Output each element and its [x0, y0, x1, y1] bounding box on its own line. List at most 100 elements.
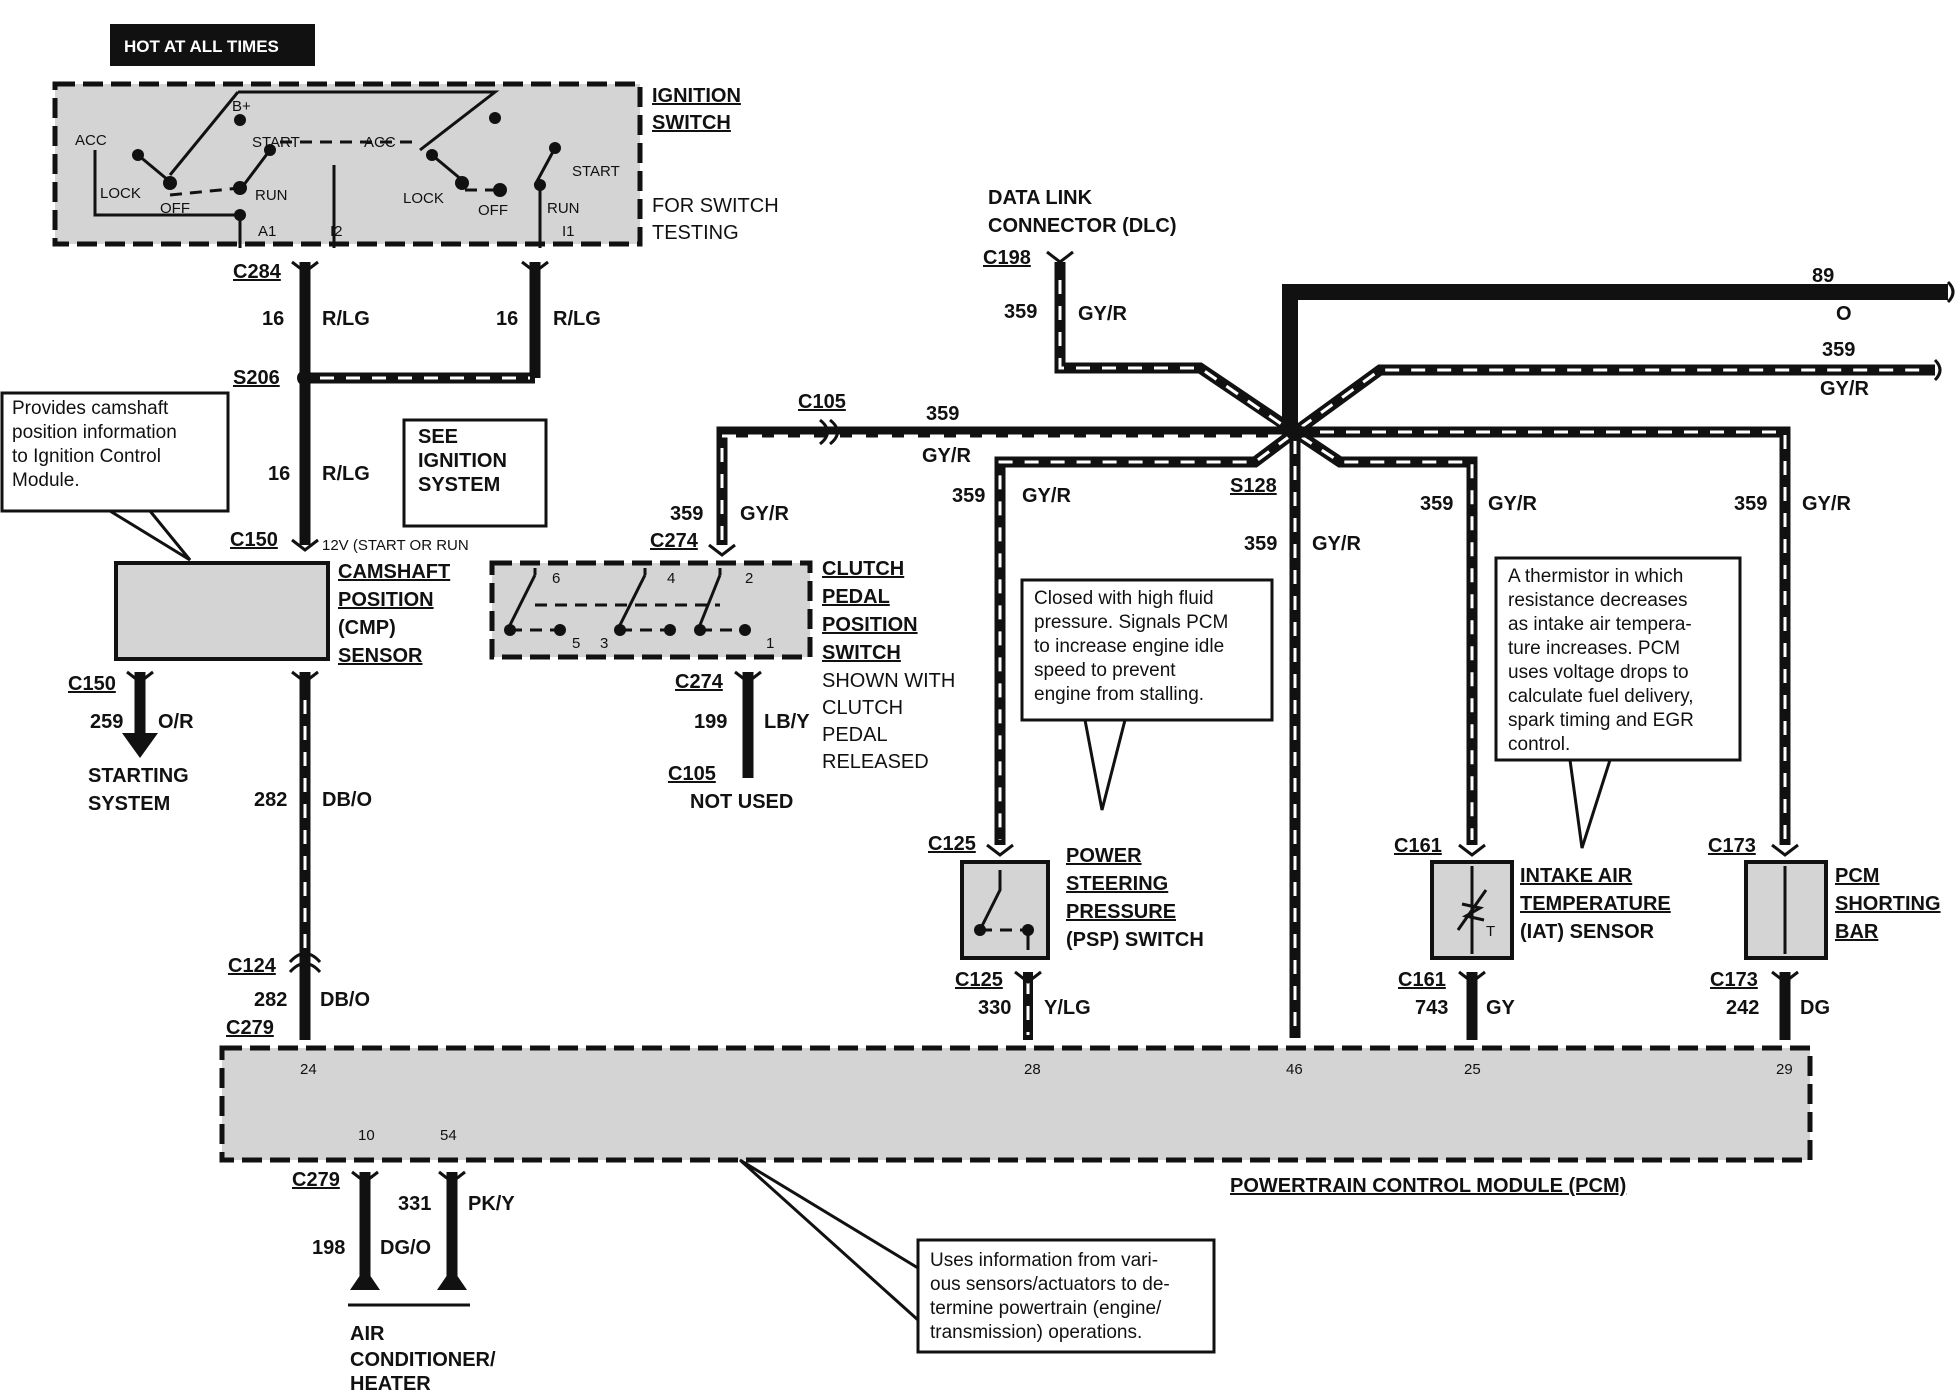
psp-note-4: speed to prevent — [1034, 660, 1176, 681]
conn-c279-top: C279 — [226, 1017, 274, 1039]
wire-16a-col: R/LG — [322, 308, 370, 330]
wire-89-col: O — [1836, 303, 1852, 325]
clutch-title-3: POSITION — [822, 614, 918, 636]
ign-lock2: LOCK — [403, 190, 444, 207]
iat-title-3: (IAT) SENSOR — [1520, 921, 1655, 943]
wire-16c-col: R/LG — [322, 463, 370, 485]
pcm-pin-29: 29 — [1776, 1061, 1793, 1078]
wire-199-col: LB/Y — [764, 711, 810, 733]
iat-sensor-element — [1456, 866, 1488, 954]
ign-i1: I1 — [562, 223, 575, 240]
see-ignition-1: SEE — [418, 426, 458, 448]
wire-359-pcm-num: 359 — [1244, 533, 1277, 555]
pcm-pin-54: 54 — [440, 1127, 457, 1144]
ign-i2: I2 — [330, 223, 343, 240]
psp-title-1: POWER — [1066, 845, 1142, 867]
clutch-pin-6: 6 — [552, 570, 560, 587]
ignition-note-1: FOR SWITCH — [652, 195, 779, 217]
psp-note-1: Closed with high fluid — [1034, 588, 1214, 609]
pcm-note-2: ous sensors/actuators to de- — [930, 1274, 1170, 1295]
pcm-pin-10: 10 — [358, 1127, 375, 1144]
ign-off1: OFF — [160, 200, 190, 217]
psp-note-box — [1020, 578, 1274, 722]
wire-330-num: 330 — [978, 997, 1011, 1019]
bar-title-2: SHORTING — [1835, 893, 1941, 915]
conn-c284: C284 — [233, 261, 282, 283]
wire-16c-num: 16 — [268, 463, 290, 485]
wire-359-pcm-col: GY/R — [1312, 533, 1361, 555]
cmp-note-3: to Ignition Control — [12, 446, 161, 467]
iat-title-2: TEMPERATURE — [1520, 893, 1671, 915]
psp-switch-contacts — [974, 870, 1034, 950]
pcm-note-3: termine powertrain (engine/ — [930, 1298, 1162, 1319]
wire-359-iat-num: 359 — [1420, 493, 1453, 515]
clutch-switch-contacts — [504, 568, 751, 636]
wire-259 — [122, 670, 158, 758]
ignition-title-2: SWITCH — [652, 112, 731, 134]
splice-s206: S206 — [233, 367, 280, 389]
dlc-1: DATA LINK — [988, 187, 1093, 209]
ac-3: HEATER — [350, 1373, 431, 1392]
hot-label-box — [110, 24, 315, 66]
hot-label: HOT AT ALL TIMES — [124, 37, 279, 56]
psp-note-5: engine from stalling. — [1034, 684, 1204, 705]
clutch-pin-3: 3 — [600, 635, 608, 652]
wire-259-col: O/R — [158, 711, 194, 733]
clutch-pin-1: 1 — [766, 635, 774, 652]
bar-title-1: PCM — [1835, 865, 1879, 887]
conn-c198: C198 — [983, 247, 1031, 269]
ign-start1: START — [252, 134, 300, 151]
wire-259-num: 259 — [90, 711, 123, 733]
see-ignition-box — [402, 418, 548, 528]
iat-note-1: A thermistor in which — [1508, 566, 1683, 587]
ign-start2: START — [572, 163, 620, 180]
conn-c173-bottom: C173 — [1710, 969, 1758, 991]
iat-note-pointer — [1568, 759, 1612, 849]
clutch-pin-5: 5 — [572, 635, 580, 652]
wire-359-c105-col: GY/R — [922, 445, 971, 467]
cmp-note-pointer — [109, 509, 192, 562]
pcm-note-pointer — [738, 1158, 920, 1322]
wire-16b-num: 16 — [496, 308, 518, 330]
wire-743 — [1458, 970, 1486, 1040]
wire-743-col: GY — [1486, 997, 1516, 1019]
psp-title-2: STEERING — [1066, 873, 1168, 895]
conn-c125-top: C125 — [928, 833, 976, 855]
clutch-switch-box — [489, 560, 813, 660]
wire-242 — [1771, 970, 1799, 1040]
iat-title-1: INTAKE AIR — [1520, 865, 1633, 887]
pcm-pin-28: 28 — [1024, 1061, 1041, 1078]
wire-359-c105-num: 359 — [926, 403, 959, 425]
psp-note-2: pressure. Signals PCM — [1034, 612, 1228, 633]
wire-359-right-num: 359 — [1822, 339, 1855, 361]
wire-199 — [734, 670, 762, 778]
ign-a1: A1 — [258, 223, 276, 240]
wire-198-col: DG/O — [380, 1237, 431, 1259]
psp-note-3: to increase engine idle — [1034, 636, 1224, 657]
conn-c124: C124 — [228, 955, 277, 977]
psp-switch-box — [960, 860, 1050, 960]
wire-359-right-col: GY/R — [1820, 378, 1869, 400]
iat-note-8: control. — [1508, 734, 1570, 755]
iat-note-7: spark timing and EGR — [1508, 710, 1694, 731]
iat-note-6: calculate fuel delivery, — [1508, 686, 1694, 707]
iat-t-label: T — [1486, 923, 1495, 940]
iat-note-2: resistance decreases — [1508, 590, 1688, 611]
ign-bplus: B+ — [232, 98, 251, 115]
pcm-pin-25: 25 — [1464, 1061, 1481, 1078]
clutch-title-1: CLUTCH — [822, 558, 904, 580]
clutch-title-4: SWITCH — [822, 642, 901, 664]
wire-282a-col: DB/O — [322, 789, 372, 811]
wire-242-col: DG — [1800, 997, 1830, 1019]
clutch-pin-2: 2 — [745, 570, 753, 587]
conn-c279-bottom: C279 — [292, 1169, 340, 1191]
wire-359-bar-col: GY/R — [1802, 493, 1851, 515]
wire-359-network — [708, 250, 1955, 1038]
ac-1: AIR — [350, 1323, 385, 1345]
wire-242-num: 242 — [1726, 997, 1759, 1019]
clutch-shown-4: RELEASED — [822, 751, 929, 773]
see-ignition-3: SYSTEM — [418, 474, 500, 496]
ignition-title-1: IGNITION — [652, 85, 741, 107]
